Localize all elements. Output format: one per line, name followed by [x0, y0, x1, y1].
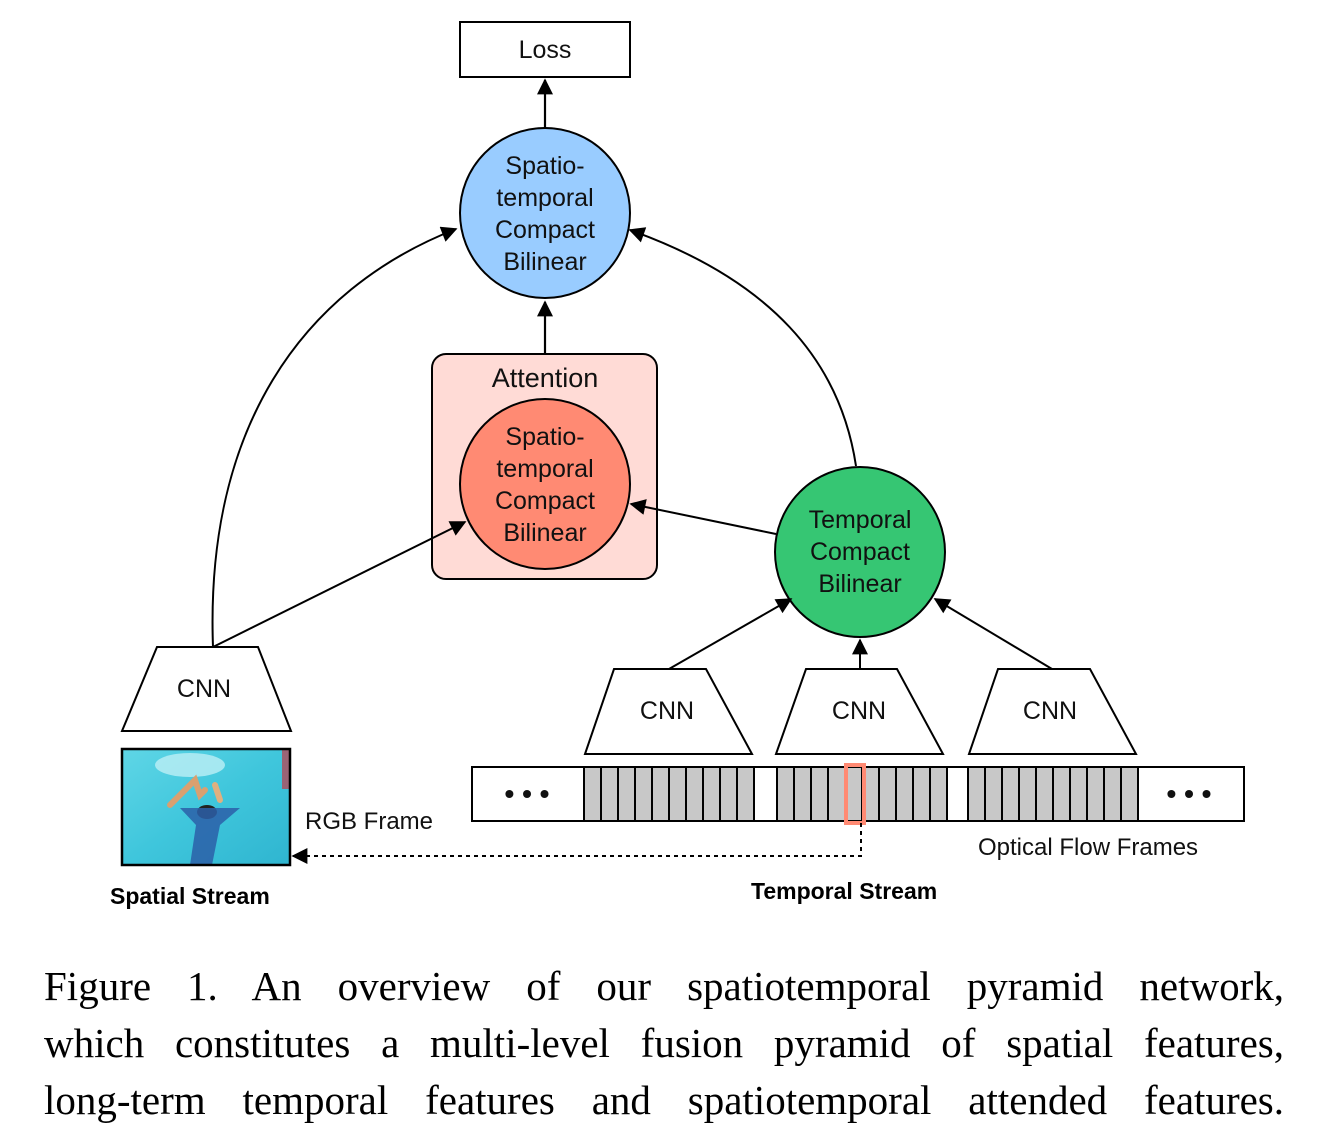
- optical-flow-frame: [1052, 766, 1071, 822]
- rgb-frame-connector: [291, 823, 862, 864]
- attention-node-line: Bilinear: [503, 519, 586, 547]
- caption-line: Figure 1. An overview of our spatiotempo…: [44, 963, 1284, 1009]
- temporal-cnn-1: CNN: [583, 668, 754, 755]
- architecture-diagram: Loss Spatio- temporal Compact Bilinear A…: [110, 21, 1245, 909]
- temporal-cnn-label: CNN: [1023, 697, 1077, 725]
- edge-spatial-cnn-to-attention: [212, 521, 467, 648]
- optical-flow-frame: [719, 766, 738, 822]
- optical-flow-frame: [634, 766, 653, 822]
- rgb-frame-label: RGB Frame: [305, 808, 433, 835]
- optical-flow-frame: [702, 766, 721, 822]
- optical-flow-frame: [967, 766, 986, 822]
- optical-flow-frame: [984, 766, 1003, 822]
- optical-flow-frame: [685, 766, 704, 822]
- attention-node-circle: [459, 398, 631, 570]
- loss-label: Loss: [519, 36, 572, 64]
- optical-flow-frame: [1018, 766, 1037, 822]
- optical-flow-strip: • • • • • •: [471, 763, 1245, 825]
- spatial-stream-label: Spatial Stream: [110, 883, 270, 909]
- optical-flow-frame: [617, 766, 636, 822]
- top-node-line: temporal: [496, 184, 593, 212]
- optical-flow-frame: [1001, 766, 1020, 822]
- optical-flow-frame: [1035, 766, 1054, 822]
- optical-flow-frame: [793, 766, 812, 822]
- edge-temporal-node-to-attention: [629, 499, 777, 535]
- attention-node-line: temporal: [496, 455, 593, 483]
- temporal-compact-bilinear-node: Temporal Compact Bilinear: [774, 466, 946, 638]
- temporal-cnn-label: CNN: [832, 697, 886, 725]
- optical-flow-frame: [600, 766, 619, 822]
- top-node-line: Compact: [495, 216, 595, 244]
- optical-flow-frame: [895, 766, 914, 822]
- optical-flow-frame: [583, 766, 602, 822]
- ellipsis-right: • • •: [1167, 778, 1212, 809]
- loss-box: Loss: [459, 21, 631, 78]
- attention-block: Attention Spatio- temporal Compact Bilin…: [431, 353, 658, 580]
- optical-flow-frame: [1103, 766, 1122, 822]
- spatial-cnn: CNN: [120, 646, 293, 732]
- optical-flow-frame: [810, 766, 829, 822]
- optical-flow-frame: [878, 766, 897, 822]
- optical-flow-frame: [1120, 766, 1139, 822]
- temporal-stream-label: Temporal Stream: [751, 878, 937, 904]
- temporal-node-circle: [774, 466, 946, 638]
- caption-line: long-term temporal features and spatiote…: [44, 1077, 1284, 1123]
- optical-flow-frame: [1069, 766, 1088, 822]
- temporal-node-line: Bilinear: [818, 570, 901, 598]
- temporal-cnn-3: CNN: [967, 668, 1138, 755]
- attention-node-line: Spatio-: [505, 423, 584, 451]
- optical-flow-frame: [668, 766, 687, 822]
- spatial-cnn-label: CNN: [177, 675, 231, 703]
- temporal-cnn-2: CNN: [774, 668, 945, 755]
- top-node-line: Spatio-: [505, 152, 584, 180]
- edge-temporal-node-to-top: [628, 227, 857, 467]
- rgb-frame-image: [120, 747, 292, 867]
- optical-flow-frame: [736, 766, 755, 822]
- temporal-node-line: Compact: [810, 538, 910, 566]
- optical-flow-frame: [827, 766, 846, 822]
- optical-flow-frame: [651, 766, 670, 822]
- attention-node-line: Compact: [495, 487, 595, 515]
- edge-cnn3-to-temporal-node: [933, 598, 1053, 670]
- optical-flow-frame: [776, 766, 795, 822]
- attention-title: Attention: [492, 363, 599, 393]
- temporal-node-line: Temporal: [809, 506, 912, 534]
- temporal-cnn-label: CNN: [640, 697, 694, 725]
- highlighted-flow-frame: [844, 763, 866, 825]
- caption-line: which constitutes a multi-level fusion p…: [44, 1020, 1284, 1066]
- edge-spatial-cnn-to-top: [211, 226, 458, 648]
- top-node-line: Bilinear: [503, 248, 586, 276]
- ellipsis-left: • • •: [505, 778, 550, 809]
- edge-cnn1-to-temporal-node: [668, 598, 793, 670]
- spatiotemporal-compact-bilinear-node: Spatio- temporal Compact Bilinear: [459, 127, 631, 299]
- figure-caption: Figure 1. An overview of our spatiotempo…: [44, 958, 1284, 1129]
- top-node-circle: [459, 127, 631, 299]
- optical-flow-frame: [1086, 766, 1105, 822]
- optical-flow-frame: [912, 766, 931, 822]
- optical-flow-frame: [929, 766, 948, 822]
- optical-flow-label: Optical Flow Frames: [978, 834, 1198, 861]
